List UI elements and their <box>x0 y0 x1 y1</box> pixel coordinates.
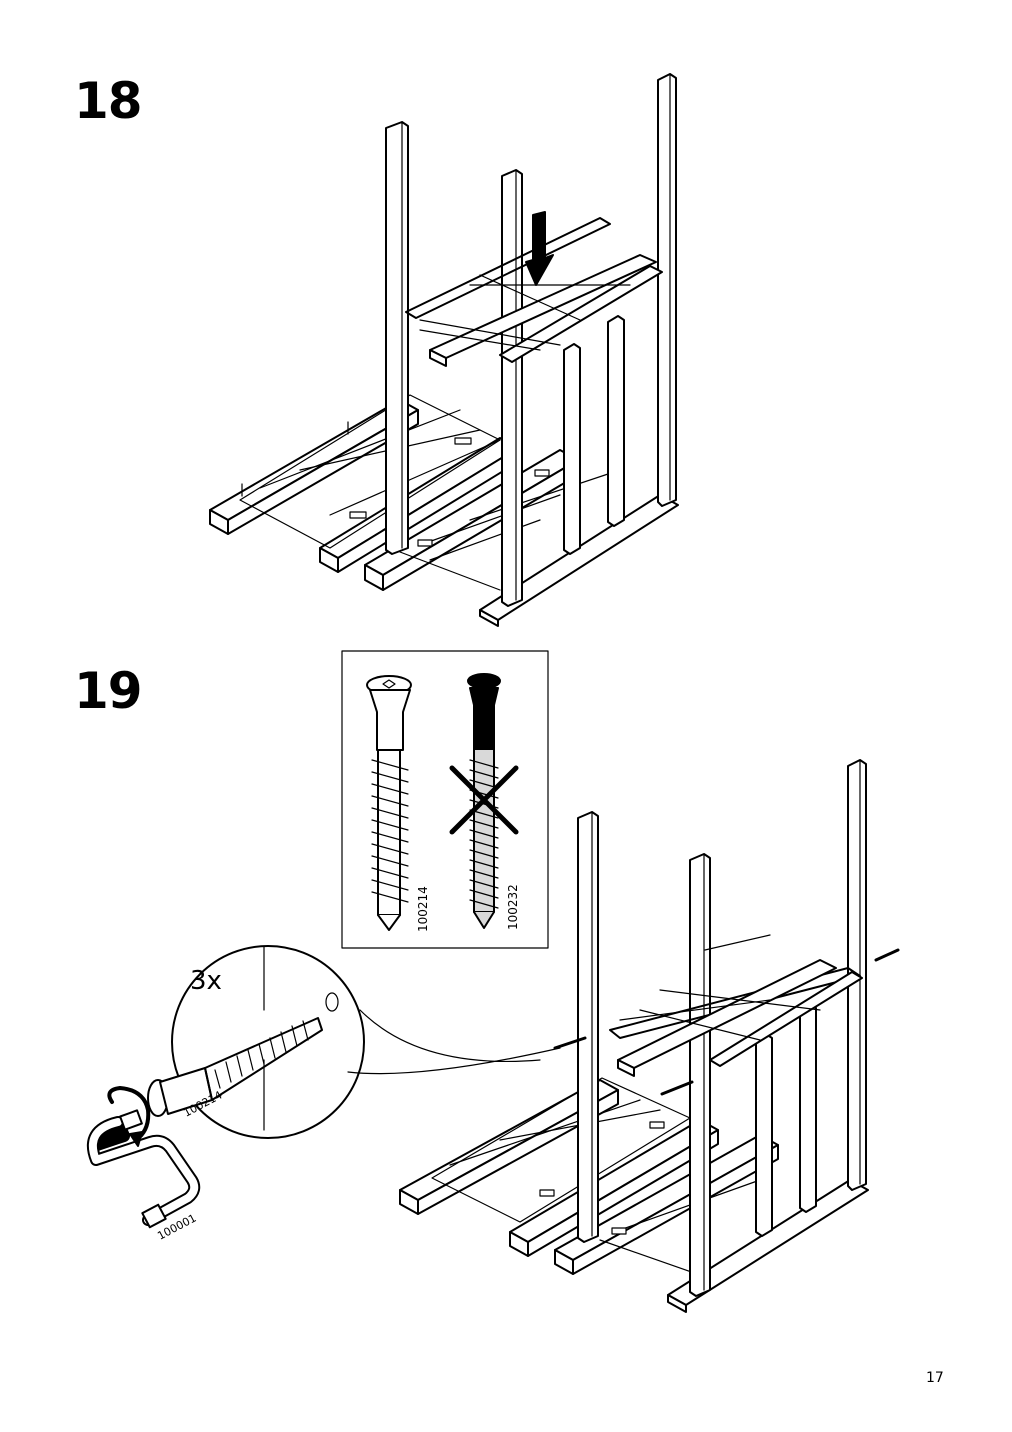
step-18-frame-illustration <box>209 73 679 627</box>
rotate-arrow-icon <box>107 1086 151 1147</box>
quantity-label: 3x <box>190 966 222 996</box>
bottom-frame-left <box>209 394 519 573</box>
allen-key-tool <box>86 1109 201 1229</box>
frame-posts <box>385 73 677 607</box>
step-18-number: 18 <box>74 72 143 130</box>
callout-magnifier <box>147 945 561 1139</box>
correct-screw-icon <box>366 675 412 931</box>
down-arrow-icon <box>525 211 554 286</box>
wrong-screw-icon <box>467 673 501 929</box>
screw-comparison-box <box>341 650 549 949</box>
upper-shelf <box>405 217 663 367</box>
step-19-number: 19 <box>74 662 143 720</box>
wrong-screw-code: 100232 <box>506 884 520 930</box>
correct-screw-code: 100214 <box>416 886 430 932</box>
step-19-frame-illustration <box>399 759 900 1313</box>
cross-mark-icon <box>449 765 519 835</box>
page-number: 17 <box>926 1370 944 1386</box>
